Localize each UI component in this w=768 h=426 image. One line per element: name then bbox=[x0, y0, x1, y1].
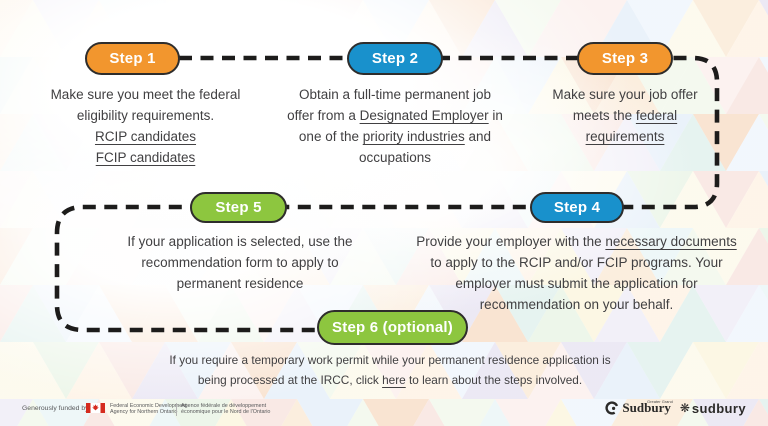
step-5-pill: Step 5 bbox=[190, 192, 287, 223]
step-1-label: Step 1 bbox=[109, 50, 156, 67]
sudbury-logos: Sudbury Greater Grand ❋ sudbury bbox=[605, 399, 746, 416]
step-2-pill: Step 2 bbox=[347, 42, 443, 75]
step-5-description: If your application is selected, use the… bbox=[95, 231, 385, 294]
step-4-pill: Step 4 bbox=[530, 192, 624, 223]
step-4-label: Step 4 bbox=[553, 199, 601, 216]
canada-flag-icon bbox=[86, 403, 105, 413]
text-segment: offer from a bbox=[287, 108, 360, 123]
designated-employer-link[interactable]: Designated Employer bbox=[359, 108, 489, 123]
step-6-note: If you require a temporary work permit w… bbox=[134, 351, 646, 390]
step-1-pill: Step 1 bbox=[85, 42, 180, 75]
fednor-french-label: Agence fédérale de développement économi… bbox=[181, 403, 271, 416]
step-6-label: Step 6 (optional) bbox=[332, 319, 453, 336]
step-1-description: Make sure you meet the federal eligibilit… bbox=[48, 84, 243, 168]
sudbury-snowflake-icon: ❋ bbox=[679, 401, 690, 415]
text-segment: Make sure your job offer bbox=[552, 87, 698, 102]
text-segment: in bbox=[488, 108, 503, 123]
text-segment: being processed at the IRCC, click bbox=[197, 372, 383, 387]
necessary-documents-link[interactable]: necessary documents bbox=[605, 234, 737, 249]
text-segment: Make sure you meet the federal bbox=[50, 87, 241, 102]
text-segment: and bbox=[464, 129, 492, 144]
text-segment: to apply to the RCIP and/or FCIP program… bbox=[430, 255, 723, 270]
step-4-description: Provide your employer with the necessary… bbox=[404, 231, 749, 315]
step-5-label: Step 5 bbox=[215, 199, 262, 216]
sudbury-lowercase-wordmark: sudbury bbox=[691, 400, 746, 416]
priority-industries-link[interactable]: priority industries bbox=[362, 129, 465, 144]
step-6-pill: Step 6 (optional) bbox=[317, 310, 468, 345]
text-segment: occupations bbox=[358, 150, 432, 165]
step-3-pill: Step 3 bbox=[577, 42, 673, 75]
here-link[interactable]: here bbox=[382, 372, 406, 387]
text-segment: Provide your employer with the bbox=[416, 234, 606, 249]
greater-sudbury-logo: Sudbury Greater Grand bbox=[605, 399, 673, 416]
fcip-candidates-link[interactable]: FCIP candidates bbox=[95, 150, 196, 165]
step-3-label: Step 3 bbox=[601, 50, 649, 67]
text-segment: If your application is selected, use the bbox=[127, 234, 353, 249]
sudbury-tourism-logo: ❋ sudbury bbox=[680, 401, 746, 416]
federal-requirements-link[interactable]: federal bbox=[635, 108, 678, 123]
step-3-description: Make sure your job offer meets the federa… bbox=[525, 84, 725, 147]
text-segment: eligibility requirements. bbox=[76, 108, 215, 123]
text-segment: recommendation on your behalf. bbox=[479, 297, 674, 312]
greater-sudbury-swirl-icon bbox=[605, 401, 620, 415]
footer-divider bbox=[176, 403, 177, 416]
text-segment: to learn about the steps involved. bbox=[405, 372, 583, 387]
text-segment: permanent residence bbox=[176, 276, 304, 291]
text-segment: employer must submit the application for bbox=[455, 276, 698, 291]
text-segment: Obtain a full-time permanent job bbox=[298, 87, 492, 102]
step-2-label: Step 2 bbox=[371, 50, 419, 67]
rcip-candidates-link[interactable]: RCIP candidates bbox=[94, 129, 197, 144]
text-segment: If you require a temporary work permit w… bbox=[169, 353, 611, 367]
federal-requirements-link[interactable]: requirements bbox=[585, 129, 665, 144]
text-segment: meets the bbox=[572, 108, 636, 123]
footer: Generously funded by: Federal Economic D… bbox=[0, 396, 768, 426]
text-segment: recommendation form to apply to bbox=[141, 255, 339, 270]
step-2-description: Obtain a full-time permanent job offer fr… bbox=[258, 84, 532, 168]
text-segment: one of the bbox=[298, 129, 363, 144]
funded-by-label: Generously funded by: bbox=[22, 405, 91, 412]
greater-grand-label: Greater Grand bbox=[647, 399, 673, 404]
